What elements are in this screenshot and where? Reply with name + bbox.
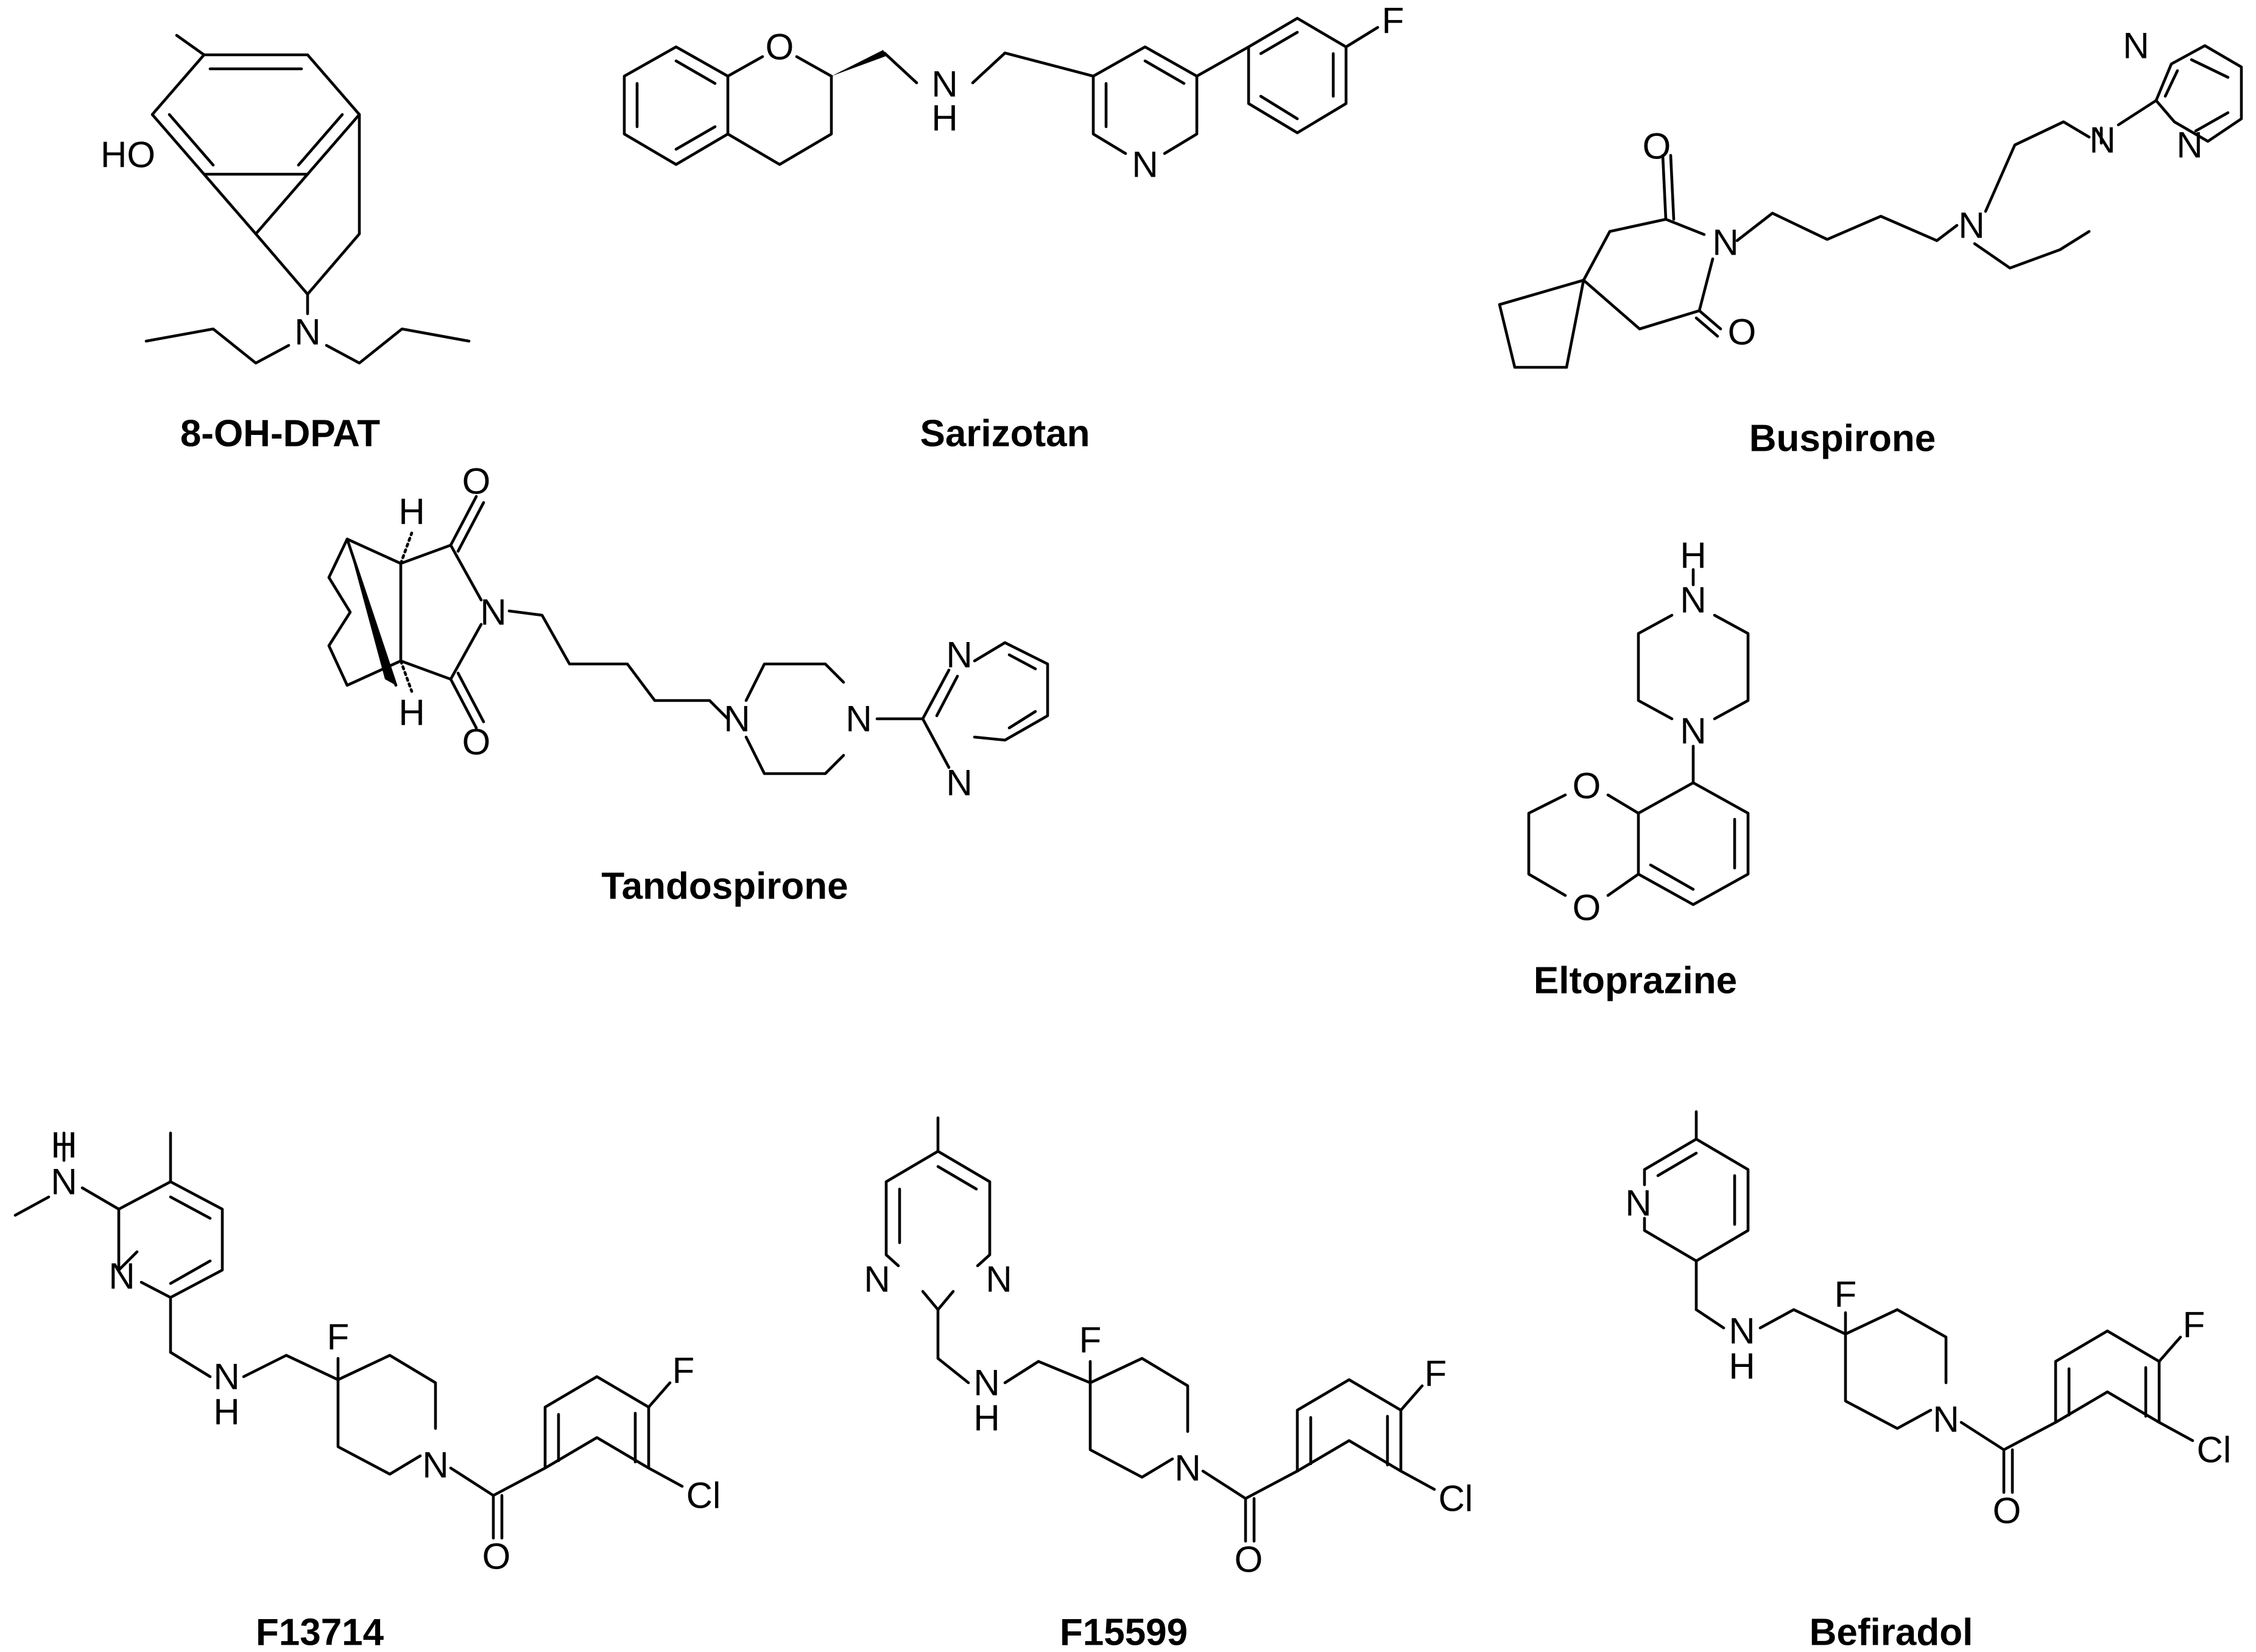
atom-label: N: [973, 1363, 999, 1403]
atom-label: F: [672, 1350, 695, 1391]
bonds: [327, 495, 1049, 775]
atom-label: N: [1132, 144, 1158, 185]
atom-label: O: [766, 27, 794, 68]
atom-label: O: [1573, 766, 1601, 807]
compound-f13714: H N N N H F N O F Cl F13714: [13, 1125, 721, 1652]
atom-label: N: [1958, 205, 1984, 246]
atom-label: N: [108, 1256, 135, 1297]
atom-labels: HO N: [100, 135, 321, 353]
atom-label: H: [973, 1398, 999, 1439]
compound-name: Befiradol: [1810, 1612, 1973, 1652]
atom-label: O: [1993, 1491, 2022, 1531]
atom-label: F: [1835, 1274, 1857, 1315]
compound-8-oh-dpat: HO N 8-OH-DPAT: [100, 34, 471, 455]
atom-label: Cl: [686, 1475, 721, 1516]
compound-eltoprazine: H N N O O Eltoprazine: [1527, 535, 1750, 1002]
atom-label: F: [1382, 1, 1405, 41]
atom-label: F: [1425, 1354, 1447, 1394]
compound-f15599: N N N H F N O F Cl F15599: [864, 1116, 1473, 1652]
atom-label: H: [213, 1392, 239, 1433]
atom-labels: O N H N F: [766, 1, 1405, 185]
atom-label: H: [51, 1125, 77, 1166]
bonds: [1498, 44, 2243, 369]
atom-label: N: [946, 763, 972, 803]
atom-label: O: [482, 1536, 511, 1577]
atom-label: N: [864, 1259, 890, 1300]
atom-label: H: [1729, 1346, 1755, 1387]
bonds: [144, 34, 471, 365]
bonds: [13, 1131, 684, 1540]
atom-label: O: [1643, 126, 1671, 167]
atom-labels: N N H F N O F Cl: [1625, 1183, 2231, 1531]
atom-label: H: [398, 693, 425, 733]
atom-label: N: [1680, 711, 1706, 752]
compound-name: Eltoprazine: [1534, 960, 1737, 1002]
compound-name: F15599: [1060, 1612, 1188, 1652]
atom-label: F: [327, 1317, 350, 1358]
atom-labels: H H O O N N N N N: [398, 461, 972, 803]
atom-label: H: [1680, 535, 1706, 576]
atom-label: N: [2089, 120, 2115, 161]
compound-name: 8-OH-DPAT: [180, 413, 380, 455]
atom-label: O: [1573, 888, 1601, 928]
bonds: [1643, 1110, 2194, 1494]
compound-name: Tandospirone: [601, 866, 848, 908]
atom-label: N: [1625, 1183, 1651, 1224]
compound-buspirone: O N O N N N N Buspirone: [1498, 26, 2243, 460]
compound-befiradol: N N H F N O F Cl Befiradol: [1625, 1110, 2231, 1652]
atom-label: HO: [100, 135, 155, 175]
atom-label: N: [1729, 1311, 1755, 1352]
compound-tandospirone: H H O O N N N N N Tandospirone: [327, 461, 1049, 908]
atom-label: O: [462, 722, 491, 763]
atom-labels: O N O N N N N: [1643, 26, 2203, 353]
atom-label: F: [1079, 1320, 1102, 1361]
atom-label: N: [294, 312, 320, 353]
atom-label: H: [398, 492, 425, 532]
bonds: [1527, 568, 1750, 906]
atom-label: N: [946, 635, 972, 676]
atom-label: N: [422, 1445, 448, 1486]
bonds: [884, 1116, 1436, 1543]
atom-label: F: [2183, 1305, 2205, 1346]
bonds: [622, 16, 1380, 166]
atom-label: N: [1712, 222, 1738, 263]
atom-label: N: [2176, 125, 2202, 166]
atom-label: Cl: [2197, 1430, 2232, 1470]
compound-name: Sarizotan: [920, 413, 1090, 455]
atom-label: N: [213, 1357, 239, 1397]
atom-label: N: [985, 1259, 1012, 1300]
atom-label: N: [51, 1162, 77, 1202]
atom-label: N: [845, 699, 872, 740]
compound-name: F13714: [256, 1612, 384, 1652]
atom-labels: N N N H F N O F Cl: [864, 1259, 1473, 1580]
compound-name: Buspirone: [1749, 418, 1936, 460]
atom-label: N: [1933, 1399, 1959, 1440]
atom-label: N: [931, 64, 957, 105]
atom-label: N: [1680, 580, 1706, 621]
atom-label: H: [931, 98, 957, 139]
atom-label: N: [1174, 1448, 1200, 1489]
atom-labels: H N N N H F N O F Cl: [51, 1125, 721, 1577]
atom-label: O: [1235, 1539, 1263, 1580]
atom-label: N: [480, 592, 506, 633]
atom-label: Cl: [1439, 1478, 1473, 1519]
atom-labels: H N N O O: [1573, 535, 1707, 928]
atom-label: N: [2123, 26, 2149, 66]
atom-label: O: [462, 461, 491, 502]
atom-label: O: [1728, 312, 1757, 353]
compound-sarizotan: O N H N F Sarizotan: [622, 1, 1405, 455]
atom-label: N: [724, 699, 750, 740]
